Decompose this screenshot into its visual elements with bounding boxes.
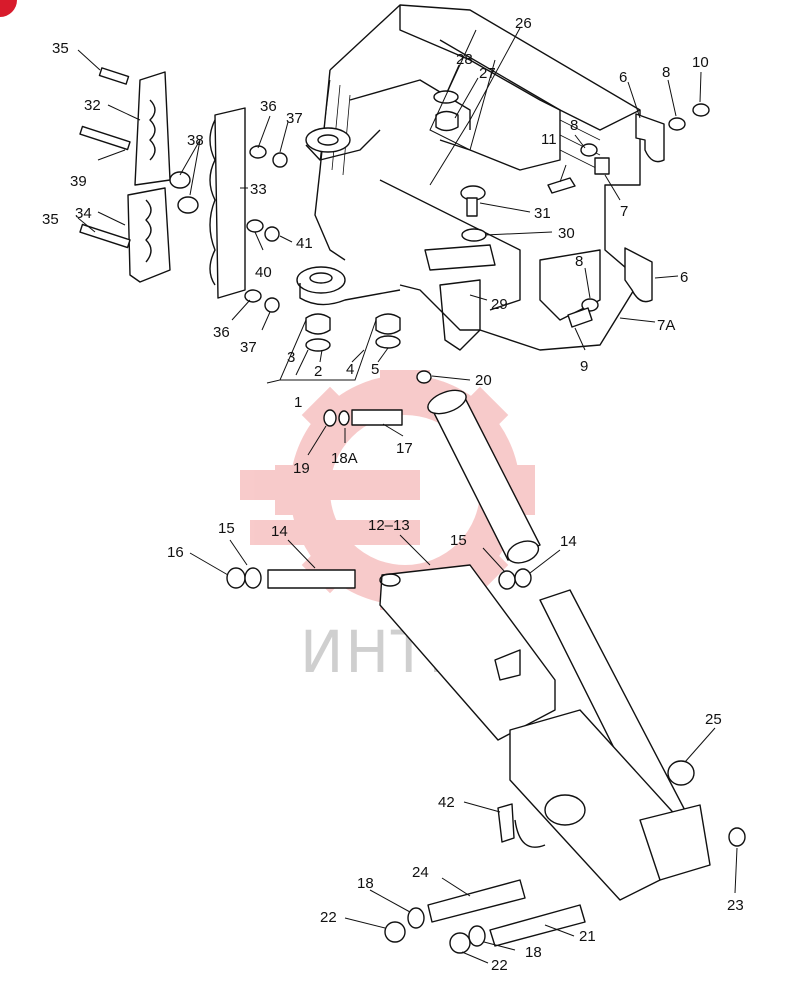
callout-27: 27 — [479, 65, 496, 82]
callout-35-bottom: 35 — [42, 211, 59, 228]
swivel-arm — [296, 127, 401, 306]
callout-18-lower: 18 — [525, 944, 542, 961]
small-hardware-upper — [433, 90, 487, 242]
callout-36-bottom: 36 — [213, 324, 230, 341]
callout-30: 30 — [558, 225, 575, 242]
callout-14-right: 14 — [560, 533, 577, 550]
bushings — [305, 313, 401, 352]
callout-41: 41 — [296, 235, 313, 252]
left-clamp-plates — [79, 67, 288, 313]
callout-18-upper: 18 — [357, 875, 374, 892]
callout-9: 9 — [580, 358, 588, 375]
callout-3: 3 — [287, 349, 295, 366]
callout-39: 39 — [70, 173, 87, 190]
callout-5: 5 — [371, 361, 379, 378]
callout-12-13: 12–13 — [368, 517, 410, 534]
callout-22-bottom: 22 — [491, 957, 508, 974]
callout-34: 34 — [75, 205, 92, 222]
callout-15-right: 15 — [450, 532, 467, 549]
callout-4: 4 — [346, 361, 354, 378]
callout-20: 20 — [475, 372, 492, 389]
callout-42: 42 — [438, 794, 455, 811]
callout-18a: 18A — [331, 450, 358, 467]
callout-6-bottom: 6 — [680, 269, 688, 286]
callout-8-top: 8 — [662, 64, 670, 81]
callout-labels: 1 2 3 4 5 6 6 7 7A 8 8 8 9 10 11 12–13 1… — [42, 15, 744, 974]
callout-8-mid: 8 — [570, 117, 578, 134]
callout-26: 26 — [515, 15, 532, 32]
callout-25: 25 — [705, 711, 722, 728]
corner-badge — [0, 0, 17, 17]
callout-7: 7 — [620, 203, 628, 220]
callout-33: 33 — [250, 181, 267, 198]
lift-arm — [379, 564, 556, 741]
left-pin-14 — [226, 567, 532, 590]
callout-16: 16 — [167, 544, 184, 561]
callout-32: 32 — [84, 97, 101, 114]
callout-29: 29 — [491, 296, 508, 313]
callout-28: 28 — [456, 51, 473, 68]
callout-14-left: 14 — [271, 523, 288, 540]
callout-40: 40 — [255, 264, 272, 281]
leader-lines — [77, 27, 738, 964]
callout-6-top: 6 — [619, 69, 627, 86]
cylinder-tube — [427, 389, 541, 564]
right-side-hardware — [547, 103, 710, 328]
callout-7a: 7A — [657, 317, 675, 334]
main-frame-bracket — [314, 4, 641, 351]
callout-36-top: 36 — [260, 98, 277, 115]
callout-37-bottom: 37 — [240, 339, 257, 356]
callout-21: 21 — [579, 928, 596, 945]
upper-pin-assembly — [323, 370, 432, 427]
callout-19: 19 — [293, 460, 310, 477]
callout-17: 17 — [396, 440, 413, 457]
callout-2: 2 — [314, 363, 322, 380]
callout-10: 10 — [692, 54, 709, 71]
callout-38: 38 — [187, 132, 204, 149]
callout-37-top: 37 — [286, 110, 303, 127]
callout-31: 31 — [534, 205, 551, 222]
callout-23: 23 — [727, 897, 744, 914]
callout-22-left: 22 — [320, 909, 337, 926]
callout-24: 24 — [412, 864, 429, 881]
callout-8-low: 8 — [575, 253, 583, 270]
callout-35-top: 35 — [52, 40, 69, 57]
callout-15-left: 15 — [218, 520, 235, 537]
callout-11: 11 — [541, 131, 557, 148]
lower-pins — [384, 827, 746, 954]
lower-cylinder-assembly — [497, 589, 711, 901]
callout-1: 1 — [294, 394, 302, 411]
